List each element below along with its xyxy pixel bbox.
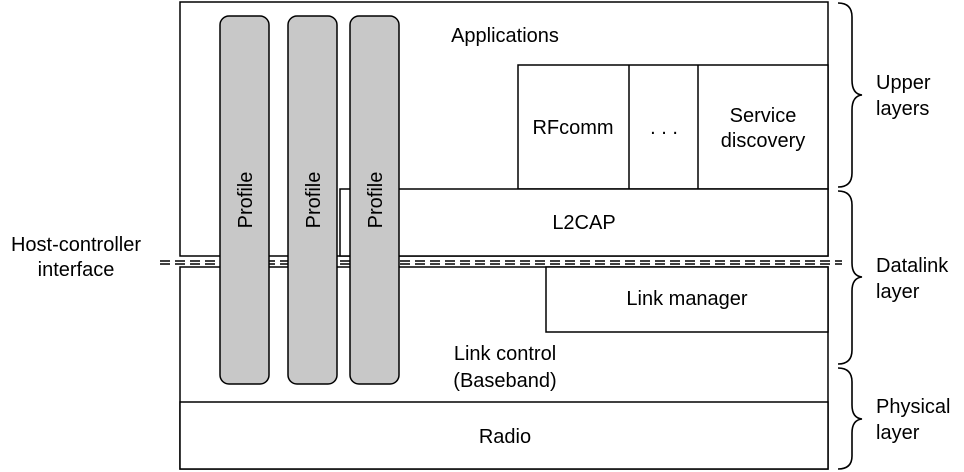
profile-pillar-1 [219, 15, 270, 385]
host-controller-interface-label-line1: Host-controller [11, 234, 141, 256]
link-control-label-line1: Link control [454, 343, 556, 365]
profile-pillar-1-label: Profile [235, 172, 257, 229]
service-discovery-label-line2: discovery [721, 130, 805, 152]
radio-label: Radio [479, 426, 531, 448]
datalink-layer-label-line1: Datalink [876, 255, 949, 277]
physical-layer-label-line2: layer [876, 422, 920, 444]
ellipsis-label: . . . [650, 117, 678, 139]
service-discovery-label-line1: Service [730, 105, 797, 127]
link-control-label-line2: (Baseband) [453, 370, 556, 392]
physical-layer-label-line1: Physical [876, 396, 950, 418]
physical-layer-brace [837, 367, 863, 470]
rfcomm-label: RFcomm [532, 117, 613, 139]
profile-pillar-3-label: Profile [365, 172, 387, 229]
link-manager-box [545, 266, 829, 333]
link-manager-label: Link manager [626, 288, 748, 310]
datalink-layer-brace [837, 190, 863, 365]
host-controller-interface-label-line2: interface [38, 259, 115, 281]
profile-pillar-2 [287, 15, 338, 385]
datalink-layer-label-line2: layer [876, 281, 920, 303]
l2cap-box [339, 188, 829, 257]
upper-layers-label-line2: layers [876, 98, 929, 120]
profile-pillar-2-label: Profile [303, 172, 325, 229]
middleware-box [517, 64, 829, 190]
upper-layers-brace [837, 2, 863, 188]
upper-layers-label-line1: Upper [876, 72, 931, 94]
profile-pillar-3 [349, 15, 400, 385]
l2cap-label: L2CAP [552, 212, 615, 234]
applications-label: Applications [451, 25, 559, 47]
radio-box [179, 401, 829, 470]
